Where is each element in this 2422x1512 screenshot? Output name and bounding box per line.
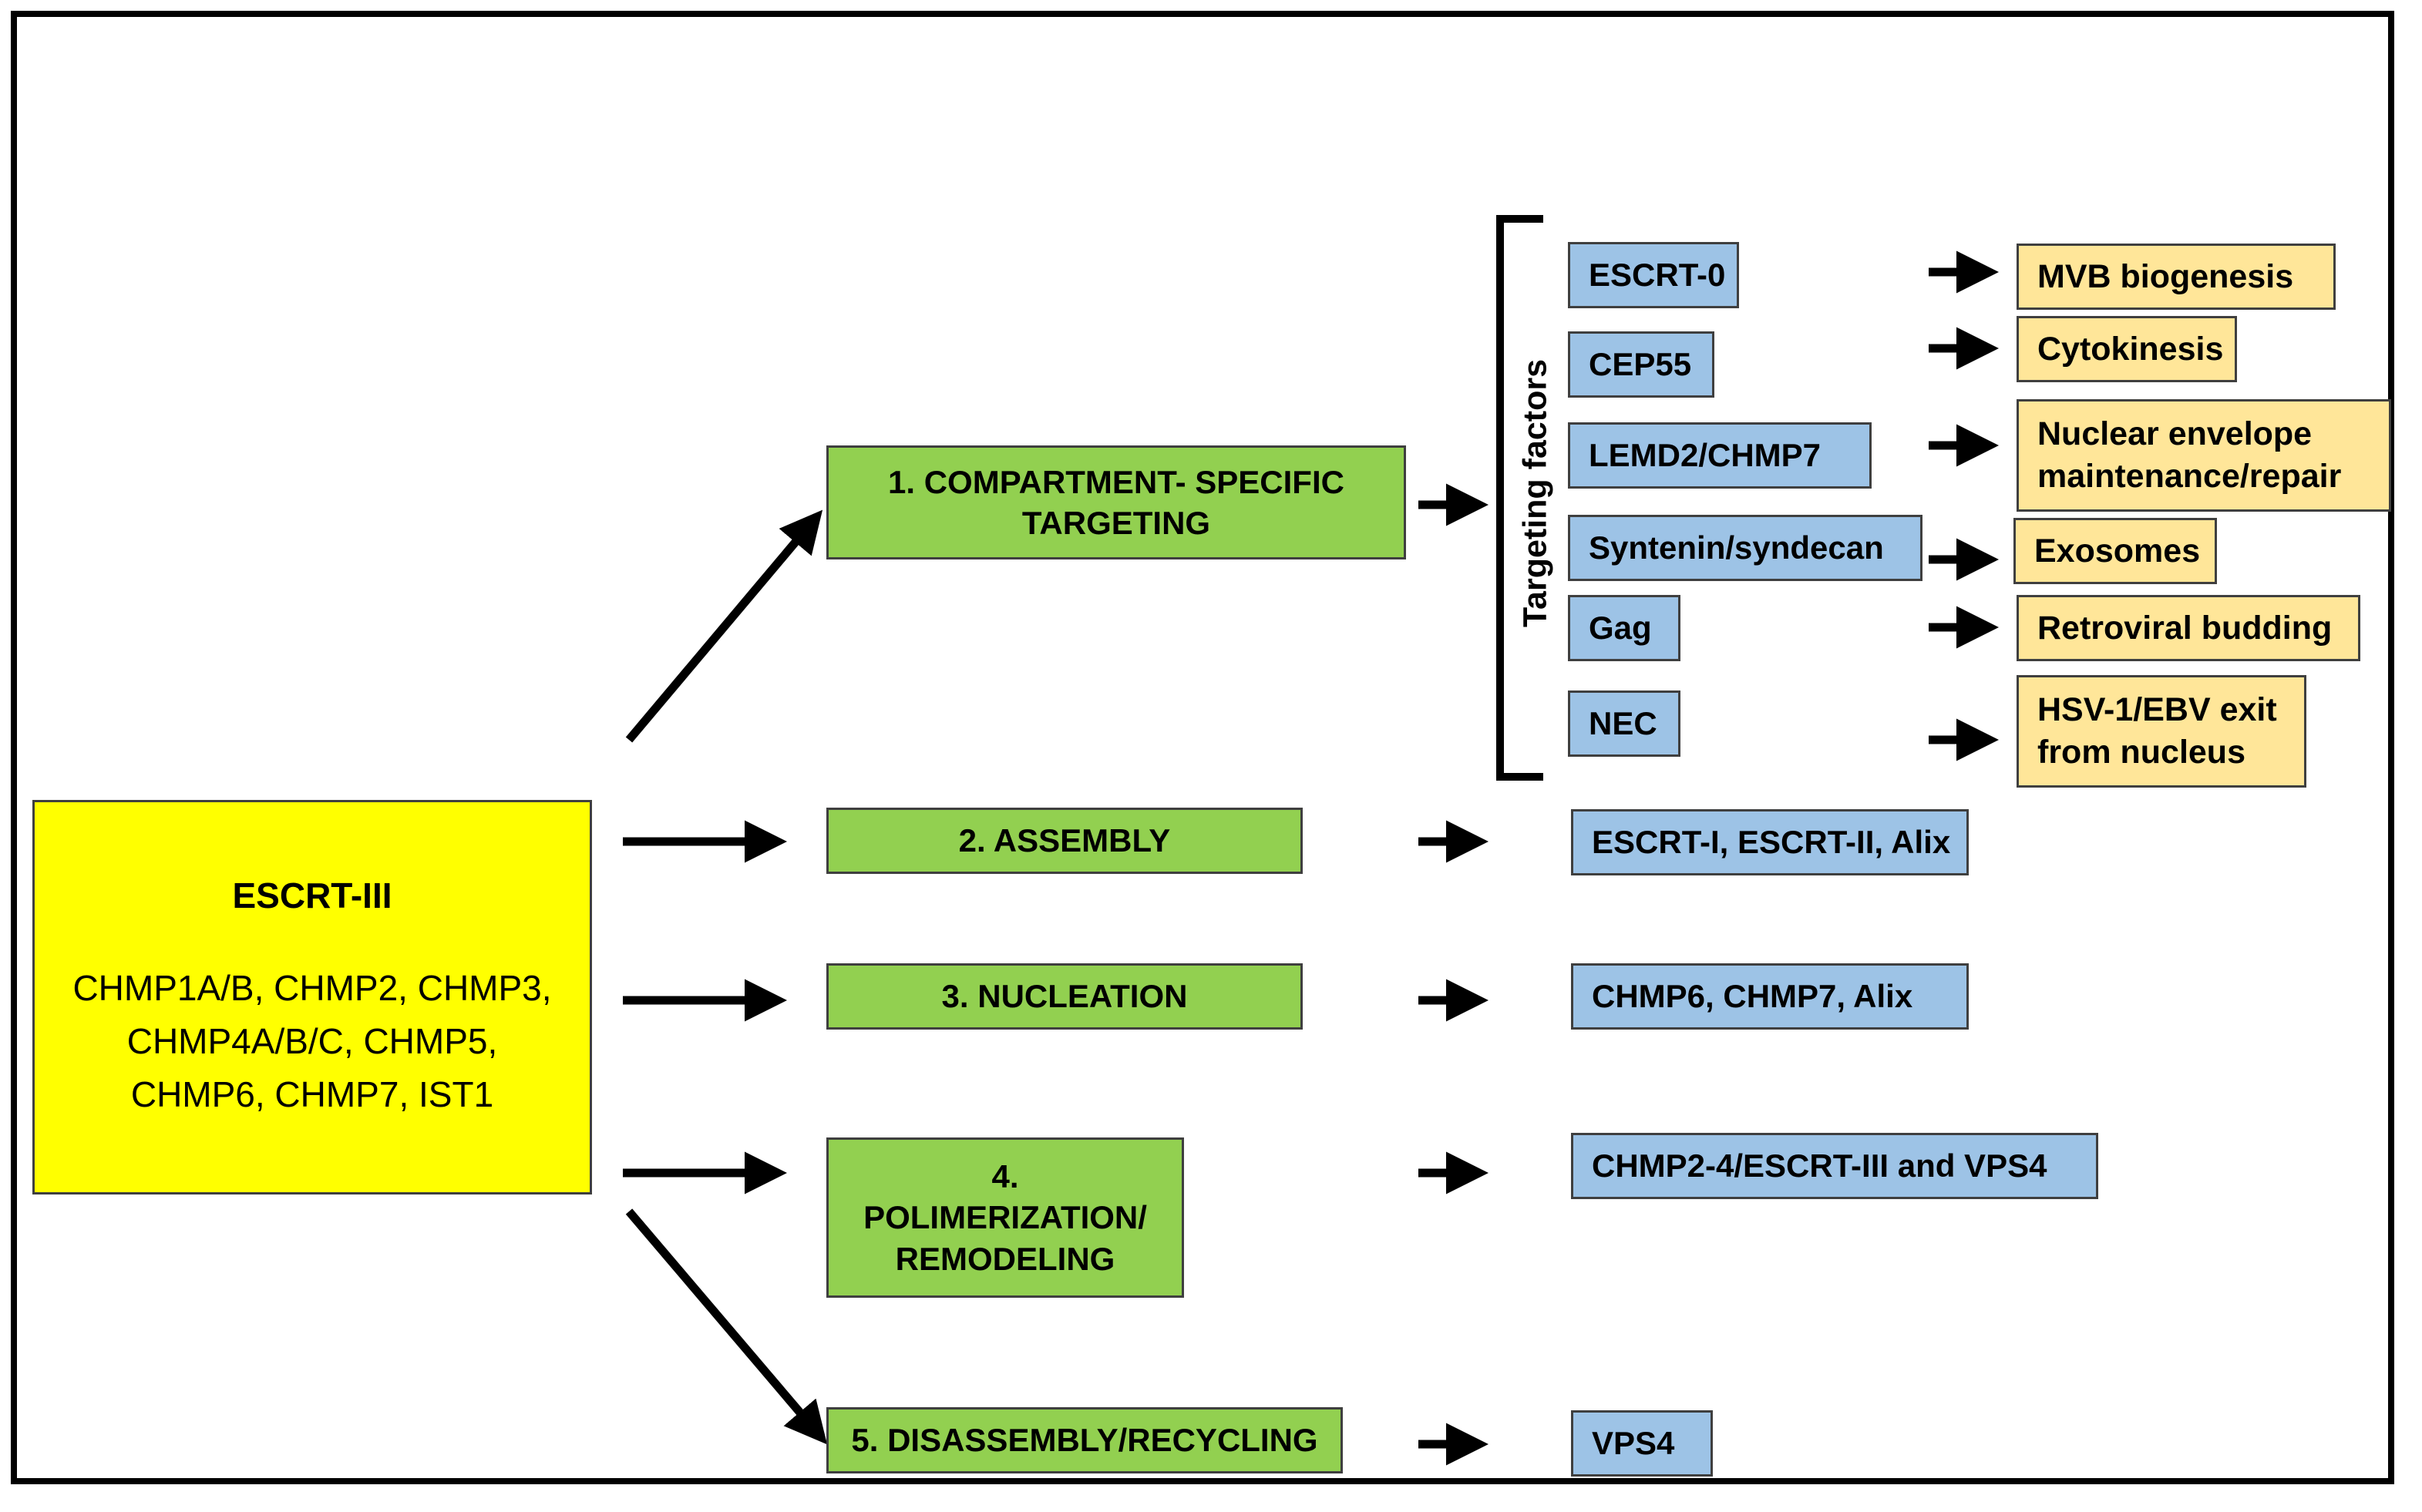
step-5-box: 5. DISASSEMBLY/RECYCLING [826,1407,1343,1473]
outcome-mvb-biogenesis: MVB biogenesis [2017,244,2336,310]
outcome-retroviral-budding: Retroviral budding [2017,595,2360,661]
outcome-cytokinesis: Cytokinesis [2017,316,2237,382]
step-3-box: 3. NUCLEATION [826,963,1303,1030]
outcome-nuclear-envelope: Nuclear envelope maintenance/repair [2017,399,2391,512]
factor-step-5: VPS4 [1571,1410,1713,1477]
outcome-exosomes: Exosomes [2013,518,2217,584]
step-4-box: 4. POLIMERIZATION/ REMODELING [826,1137,1184,1298]
targeting-bracket [1496,215,1543,781]
factor-nec: NEC [1568,690,1680,757]
factor-gag: Gag [1568,595,1680,661]
diagram-border [11,11,2394,1484]
escrt-iii-title: ESCRT-III [232,875,392,916]
factor-lemd2-chmp7: LEMD2/CHMP7 [1568,422,1872,489]
escrt-iii-members: CHMP1A/B, CHMP2, CHMP3, CHMP4A/B/C, CHMP… [72,967,552,1114]
factor-syntenin-syndecan: Syntenin/syndecan [1568,515,1922,581]
factor-step-2: ESCRT-I, ESCRT-II, Alix [1571,809,1969,875]
targeting-factors-label: Targeting factors [1516,358,1554,628]
outcome-hsv1-ebv-exit: HSV-1/EBV exit from nucleus [2017,675,2306,788]
step-2-box: 2. ASSEMBLY [826,808,1303,874]
factor-cep55: CEP55 [1568,331,1714,398]
step-1-box: 1. COMPARTMENT- SPECIFIC TARGETING [826,445,1406,559]
arrow-source-to-step-5 [625,1208,828,1445]
escrt-iii-box: ESCRT-III CHMP1A/B, CHMP2, CHMP3, CHMP4A… [32,800,592,1194]
factor-step-4: CHMP2-4/ESCRT-III and VPS4 [1571,1133,2098,1199]
factor-step-3: CHMP6, CHMP7, Alix [1571,963,1969,1030]
factor-escrt-0: ESCRT-0 [1568,242,1739,308]
arrow-source-to-step-1 [625,509,823,743]
